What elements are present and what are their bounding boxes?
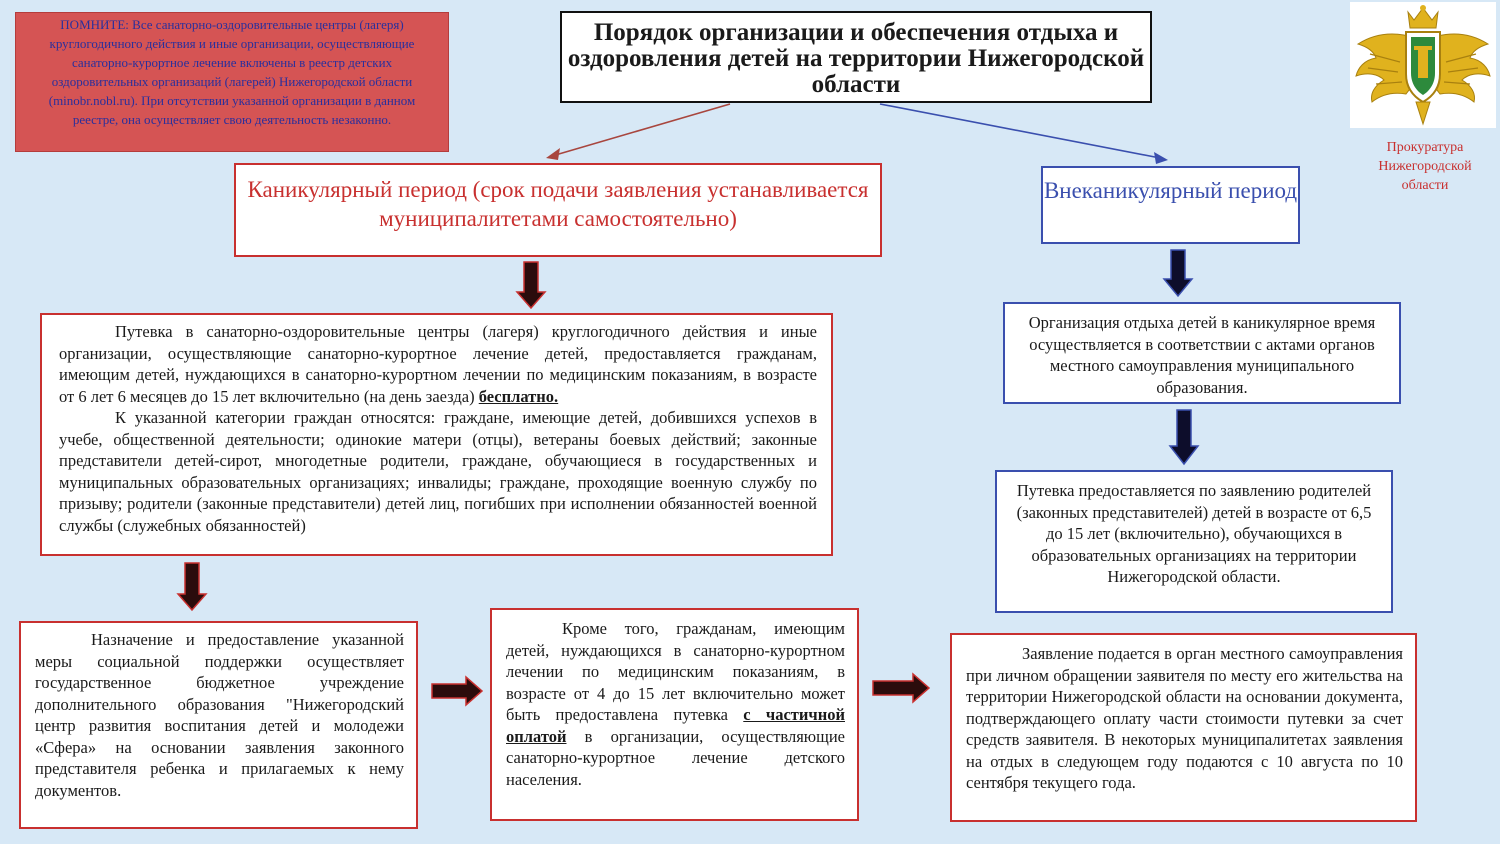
title-to-holiday-arrowhead (546, 148, 560, 160)
free-voucher-text: Путевка в санаторно-оздоровительные цент… (59, 322, 817, 406)
appointment-box: Назначение и предоставление указанной ме… (19, 621, 418, 829)
title-to-holiday-connector (551, 103, 731, 157)
down-arrow-icon (1168, 409, 1200, 466)
right-arrow-icon (431, 675, 484, 707)
free-emphasis: бесплатно. (478, 386, 559, 406)
partial-payment-box: Кроме того, гражданам, имеющим детей, ну… (490, 608, 859, 821)
prosecutor-label: Прокуратура Нижегородской области (1378, 140, 1472, 193)
partial-text-after: в организации, осуществляющие санаторно-… (506, 726, 845, 789)
free-voucher-paragraph: Путевка в санаторно-оздоровительные цент… (59, 321, 817, 407)
warning-note: ПОМНИТЕ: Все санаторно-оздоровительные ц… (15, 12, 449, 152)
title-to-nonholiday-connector (879, 103, 1161, 159)
partial-emphasis: с частичной оплатой (506, 705, 845, 746)
down-arrow-icon (1162, 249, 1194, 298)
nonholiday-voucher-box: Путевка предоставляется по заявлению род… (995, 470, 1393, 613)
holiday-period-box: Каникулярный период (срок подачи заявлен… (234, 163, 882, 257)
prosecutor-emblem-icon (1355, 5, 1491, 126)
down-arrow-icon (176, 562, 208, 612)
free-voucher-box: Путевка в санаторно-оздоровительные цент… (40, 313, 833, 556)
nonholiday-period-box: Внеканикулярный период (1041, 166, 1300, 244)
title-to-nonholiday-arrowhead (1154, 152, 1168, 164)
partial-text-before: Кроме того, гражданам, имеющим детей, ну… (506, 619, 845, 724)
down-arrow-icon (515, 261, 547, 310)
organization-box: Организация отдыха детей в каникулярное … (1003, 302, 1401, 404)
page-title: Порядок организации и обеспечения отдыха… (560, 11, 1152, 103)
application-box: Заявление подается в орган местного само… (950, 633, 1417, 822)
eligible-categories-text: К указанной категории граждан относятся:… (59, 408, 817, 535)
logo (1350, 2, 1496, 128)
right-arrow-icon (872, 672, 931, 704)
